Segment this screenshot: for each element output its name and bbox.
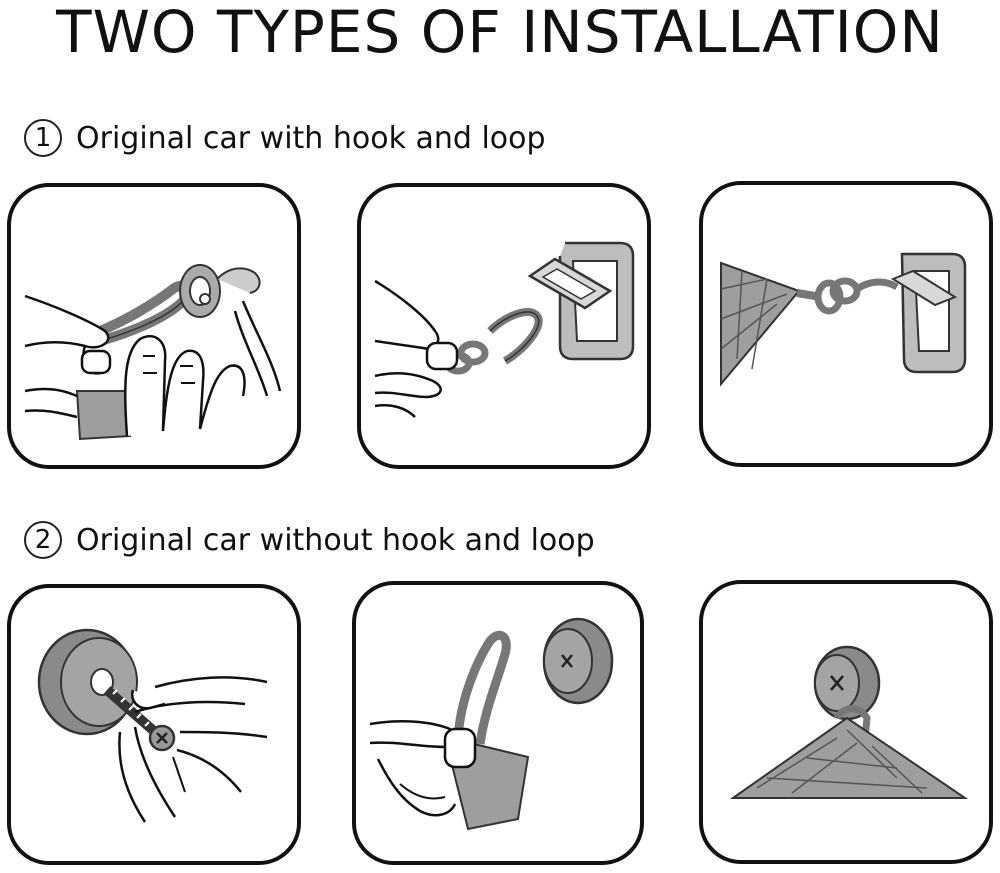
step-panel-1-2 [355, 181, 653, 471]
step-panel-1-1 [5, 181, 303, 471]
shade-linked-to-d-ring-icon [699, 181, 993, 467]
carabiner-and-d-ring-icon [357, 183, 651, 469]
screwing-fixing-button-icon [7, 584, 301, 865]
hand-threading-loop-through-hook-icon [7, 183, 301, 469]
step-panel-2-3 [697, 578, 995, 866]
section-2-label: Original car without hook and loop [76, 522, 595, 558]
page-title: TWO TYPES OF INSTALLATION [56, 0, 944, 66]
step-number-badge: 2 [24, 521, 62, 559]
step-number-badge: 1 [24, 119, 62, 157]
step-panel-2-1 [5, 582, 303, 867]
section-1-header: 1 Original car with hook and loop [24, 116, 546, 160]
step-panel-1-3 [697, 179, 995, 469]
shade-looped-on-button-icon [699, 580, 993, 864]
section-2-header: 2 Original car without hook and loop [24, 518, 595, 562]
step-panel-2-2 [350, 579, 646, 867]
section-1-label: Original car with hook and loop [76, 120, 546, 156]
loop-and-fixing-button-icon [352, 581, 644, 865]
